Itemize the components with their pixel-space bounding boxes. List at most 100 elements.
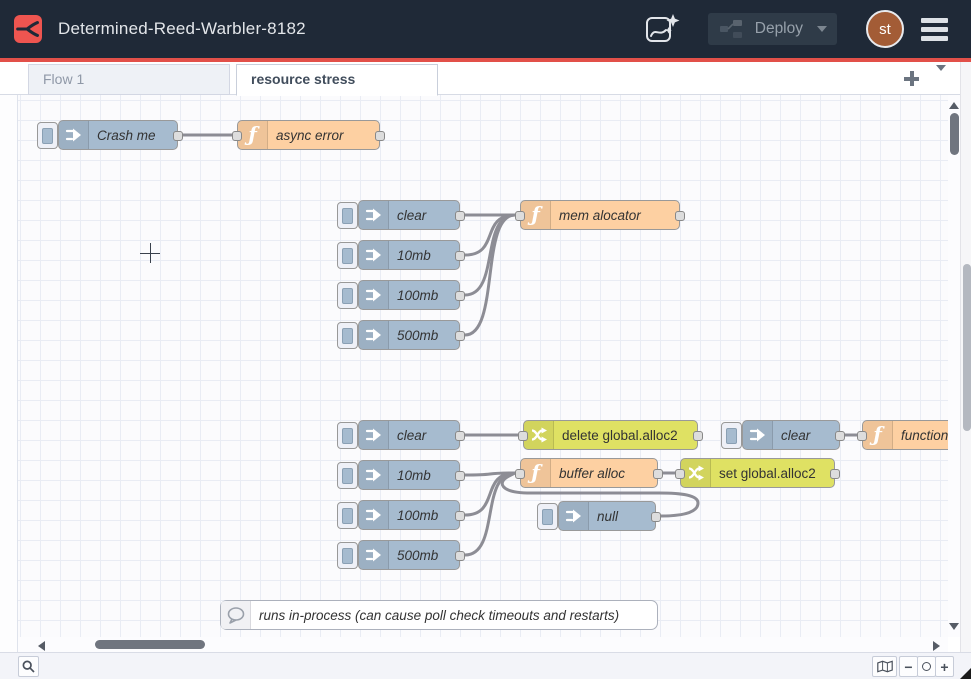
inject-trigger-button[interactable] — [721, 422, 742, 449]
inject-trigger-button[interactable] — [337, 542, 358, 569]
node-comment-note[interactable]: runs in-process (can cause poll check ti… — [220, 600, 658, 630]
flowfuse-logo[interactable] — [14, 15, 42, 43]
deploy-caret-icon[interactable] — [817, 26, 827, 32]
zoom-out-button[interactable]: − — [899, 656, 918, 677]
inject-arrow-icon — [365, 286, 383, 304]
search-button[interactable] — [18, 656, 39, 677]
node-output-port[interactable] — [455, 471, 465, 481]
zoom-in-button[interactable]: + — [935, 656, 954, 677]
flow-canvas[interactable]: Crash me ƒasync error clear 10mb 100mb 500mb ƒ… — [18, 95, 948, 637]
node-output-port[interactable] — [375, 131, 385, 141]
inject-trigger-button[interactable] — [337, 462, 358, 489]
node-inject-100mb-2[interactable]: 100mb — [358, 500, 460, 530]
node-icon-area — [359, 421, 389, 449]
inject-trigger-button[interactable] — [337, 202, 358, 229]
node-icon-area — [221, 601, 251, 629]
node-input-port[interactable] — [518, 431, 528, 441]
inject-arrow-icon — [565, 507, 583, 525]
add-flow-button[interactable] — [904, 71, 919, 86]
window-resize-grip[interactable] — [960, 668, 971, 679]
scroll-right-button[interactable] — [933, 641, 940, 651]
node-icon-area — [359, 541, 389, 569]
inject-button-pad — [342, 428, 353, 444]
node-output-port[interactable] — [651, 512, 661, 522]
node-icon-area: ƒ — [521, 201, 551, 229]
node-output-port[interactable] — [835, 431, 845, 441]
canvas-horizontal-scrollbar[interactable] — [18, 637, 948, 652]
node-output-port[interactable] — [455, 431, 465, 441]
scroll-up-button[interactable] — [949, 102, 959, 109]
node-inject-500mb-1[interactable]: 500mb — [358, 320, 460, 350]
node-inject-clear-2[interactable]: clear — [358, 420, 460, 450]
inject-trigger-button[interactable] — [37, 122, 58, 149]
node-output-port[interactable] — [675, 211, 685, 221]
inject-trigger-button[interactable] — [337, 422, 358, 449]
tab-actions — [904, 62, 946, 95]
zoom-reset-button[interactable] — [917, 656, 936, 677]
comment-bubble-icon — [226, 606, 246, 624]
node-inject-10mb-1[interactable]: 10mb — [358, 240, 460, 270]
vertical-scroll-thumb[interactable] — [950, 113, 959, 155]
node-inject-clear-3[interactable]: clear — [742, 420, 840, 450]
inject-trigger-button[interactable] — [337, 282, 358, 309]
menu-bar — [921, 18, 948, 23]
node-input-port[interactable] — [515, 211, 525, 221]
node-icon-area — [359, 281, 389, 309]
inject-arrow-icon — [365, 466, 383, 484]
inject-trigger-button[interactable] — [537, 503, 558, 530]
node-icon-area: ƒ — [238, 121, 268, 149]
node-output-port[interactable] — [455, 211, 465, 221]
inject-trigger-button[interactable] — [337, 242, 358, 269]
image-sparkle-icon — [644, 12, 680, 46]
node-inject-10mb-2[interactable]: 10mb — [358, 460, 460, 490]
browser-scroll-thumb[interactable] — [963, 264, 971, 431]
tab-flow-1[interactable]: Flow 1 — [28, 64, 230, 95]
node-output-port[interactable] — [455, 551, 465, 561]
node-input-port[interactable] — [675, 469, 685, 479]
canvas-vertical-scrollbar[interactable] — [948, 95, 960, 637]
node-change-set-global[interactable]: set global.alloc2 — [680, 458, 835, 488]
search-icon — [22, 660, 35, 673]
inject-trigger-button[interactable] — [337, 322, 358, 349]
function-icon: ƒ — [531, 204, 540, 224]
browser-scrollbar[interactable] — [960, 62, 971, 652]
palette-strip — [0, 95, 18, 652]
node-output-port[interactable] — [455, 291, 465, 301]
node-output-port[interactable] — [830, 469, 840, 479]
node-output-port[interactable] — [455, 511, 465, 521]
node-func-buffer-alloc[interactable]: ƒbuffer alloc — [520, 458, 658, 488]
scroll-down-button[interactable] — [949, 623, 959, 630]
node-func-mem-alocator[interactable]: ƒmem alocator — [520, 200, 680, 230]
user-avatar[interactable]: st — [866, 10, 904, 48]
inject-trigger-button[interactable] — [337, 502, 358, 529]
horizontal-scroll-thumb[interactable] — [95, 640, 205, 649]
node-input-port[interactable] — [857, 431, 867, 441]
node-inject-null[interactable]: null — [558, 501, 656, 531]
inject-arrow-icon — [365, 326, 383, 344]
tab-resource-stress[interactable]: resource stress — [236, 64, 438, 96]
node-output-port[interactable] — [455, 331, 465, 341]
node-change-delete-global[interactable]: delete global.alloc2 — [523, 420, 698, 450]
navigator-toggle-button[interactable] — [872, 656, 897, 677]
node-output-port[interactable] — [653, 469, 663, 479]
change-shuffle-icon — [687, 464, 705, 482]
node-inject-100mb-1[interactable]: 100mb — [358, 280, 460, 310]
node-inject-crash-me[interactable]: Crash me — [58, 120, 178, 150]
node-output-port[interactable] — [693, 431, 703, 441]
scroll-left-button[interactable] — [38, 641, 45, 651]
node-inject-clear-1[interactable]: clear — [358, 200, 460, 230]
node-func-async-error[interactable]: ƒasync error — [237, 120, 380, 150]
node-output-port[interactable] — [173, 131, 183, 141]
deploy-button[interactable]: Deploy — [708, 13, 837, 45]
workspace-title: Determined-Reed-Warbler-8182 — [58, 19, 644, 39]
node-func-function[interactable]: ƒfunction — [862, 420, 948, 450]
node-icon-area — [524, 421, 554, 449]
node-input-port[interactable] — [232, 131, 242, 141]
node-inject-500mb-2[interactable]: 500mb — [358, 540, 460, 570]
tab-list-button[interactable] — [936, 71, 946, 86]
menu-bar — [921, 36, 948, 41]
node-input-port[interactable] — [515, 469, 525, 479]
node-output-port[interactable] — [455, 251, 465, 261]
main-menu-button[interactable] — [921, 18, 948, 41]
ai-image-button[interactable] — [644, 12, 680, 46]
